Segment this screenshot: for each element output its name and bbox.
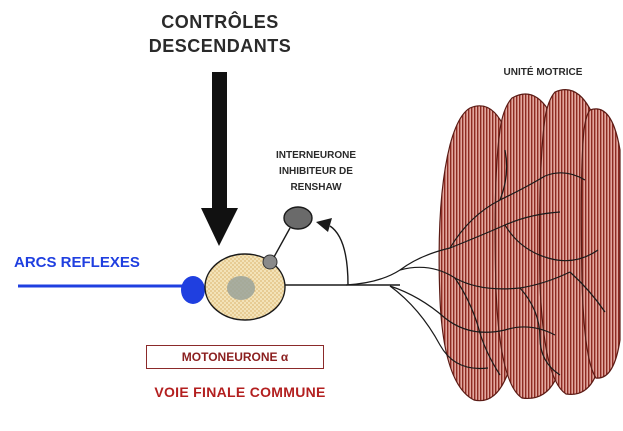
recurrent-arrowhead xyxy=(316,218,332,232)
muscle-fiber-4 xyxy=(581,109,620,378)
final-common-path-label: VOIE FINALE COMMUNE xyxy=(110,383,370,401)
title-line-2: DESCENDANTS xyxy=(140,34,300,58)
interneuron-line-1: INTERNEURONE xyxy=(236,148,396,164)
renshaw-output-line xyxy=(274,228,290,257)
interneuron-line-3: RENSHAW xyxy=(236,180,396,196)
reflex-arcs-label: ARCS REFLEXES xyxy=(14,254,140,271)
descending-arrow-head xyxy=(201,208,238,246)
reflex-synapse xyxy=(181,276,205,304)
recurrent-collateral xyxy=(330,226,348,285)
motoneuron-nucleus xyxy=(227,276,255,300)
title-line-1: CONTRÔLES xyxy=(140,10,300,34)
interneuron-line-2: INHIBITEUR DE xyxy=(236,164,396,180)
motor-unit-label: UNITÉ MOTRICE xyxy=(468,66,618,80)
renshaw-interneuron xyxy=(284,207,312,229)
collateral-synapse xyxy=(263,255,277,269)
descending-arrow-shaft xyxy=(212,72,227,214)
muscle-fibers xyxy=(439,90,620,401)
motoneuron-label: MOTONEURONE α xyxy=(146,349,324,365)
descending-controls-title: CONTRÔLES DESCENDANTS xyxy=(140,10,300,58)
renshaw-interneuron-label: INTERNEURONE INHIBITEUR DE RENSHAW xyxy=(236,148,396,196)
